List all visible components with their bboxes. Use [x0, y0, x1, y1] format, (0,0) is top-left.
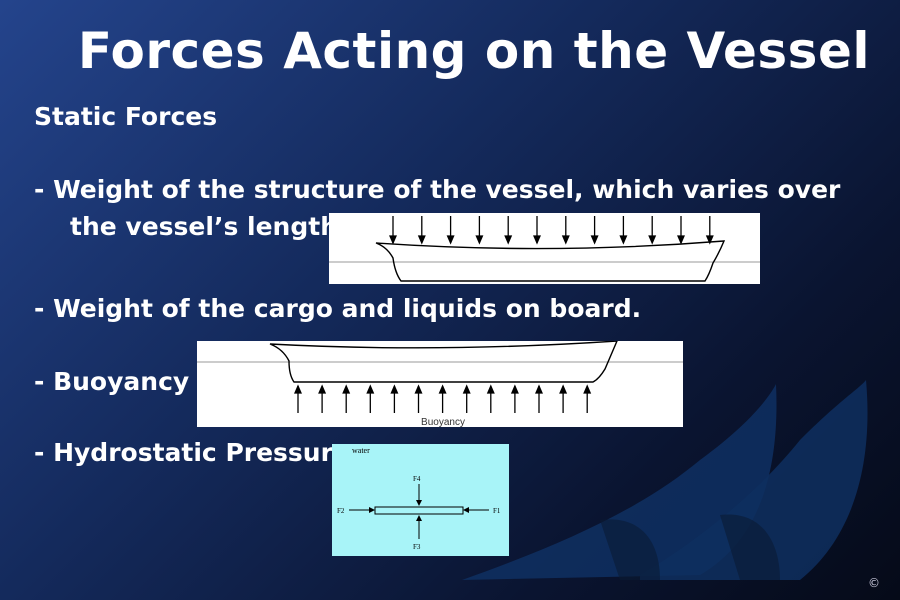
weight-arrow [677, 216, 685, 245]
weight-arrow [590, 216, 599, 245]
weight-arrow [417, 216, 426, 245]
weight-arrow [475, 216, 484, 245]
section-heading: Static Forces [34, 102, 218, 131]
buoyancy-arrow [342, 384, 351, 413]
buoyancy-arrow [462, 384, 471, 413]
weight-arrow [619, 216, 628, 245]
bullet-structure-weight: - Weight of the structure of the vessel,… [34, 175, 841, 204]
submerged-plate [374, 506, 464, 515]
buoyancy-arrow [414, 384, 423, 413]
weight-arrow [648, 216, 657, 245]
buoyancy-arrow [583, 384, 592, 413]
buoyancy-diagram: Buoyancy [197, 341, 683, 427]
force-f2-label: F2 [337, 507, 345, 515]
weight-arrow [533, 216, 541, 245]
buoyancy-label: Buoyancy [421, 417, 465, 427]
force-f1-label: F1 [493, 507, 501, 515]
force-f3-label: F3 [413, 543, 421, 551]
buoyancy-arrow [294, 384, 302, 413]
buoyancy-arrow [366, 384, 375, 413]
weight-arrow [504, 216, 513, 245]
weight-arrow [561, 216, 570, 245]
buoyancy-arrow [535, 384, 543, 413]
bullet-structure-weight-cont: the vessel’s length. [70, 212, 348, 241]
bullet-cargo-weight: - Weight of the cargo and liquids on boa… [34, 294, 642, 323]
weight-diagram [329, 213, 760, 284]
weight-arrow [389, 216, 397, 245]
buoyancy-arrow [510, 384, 519, 413]
weight-arrow [446, 216, 455, 245]
pressure-diagram: water F4 F3 F2 F1 [332, 444, 509, 556]
water-label: water [352, 446, 370, 455]
force-f4-label: F4 [413, 475, 421, 483]
buoyancy-arrow [390, 384, 399, 413]
buoyancy-arrow [559, 384, 568, 413]
buoyancy-arrow [486, 384, 495, 413]
weight-arrow [705, 216, 714, 245]
buoyancy-arrow [318, 384, 327, 413]
copyright-mark: © [868, 576, 880, 590]
bullet-hydrostatic-pressure: - Hydrostatic Pressure [34, 438, 350, 467]
buoyancy-arrow [438, 384, 447, 413]
bullet-buoyancy: - Buoyancy [34, 367, 190, 396]
slide-title: Forces Acting on the Vessel [77, 22, 870, 80]
